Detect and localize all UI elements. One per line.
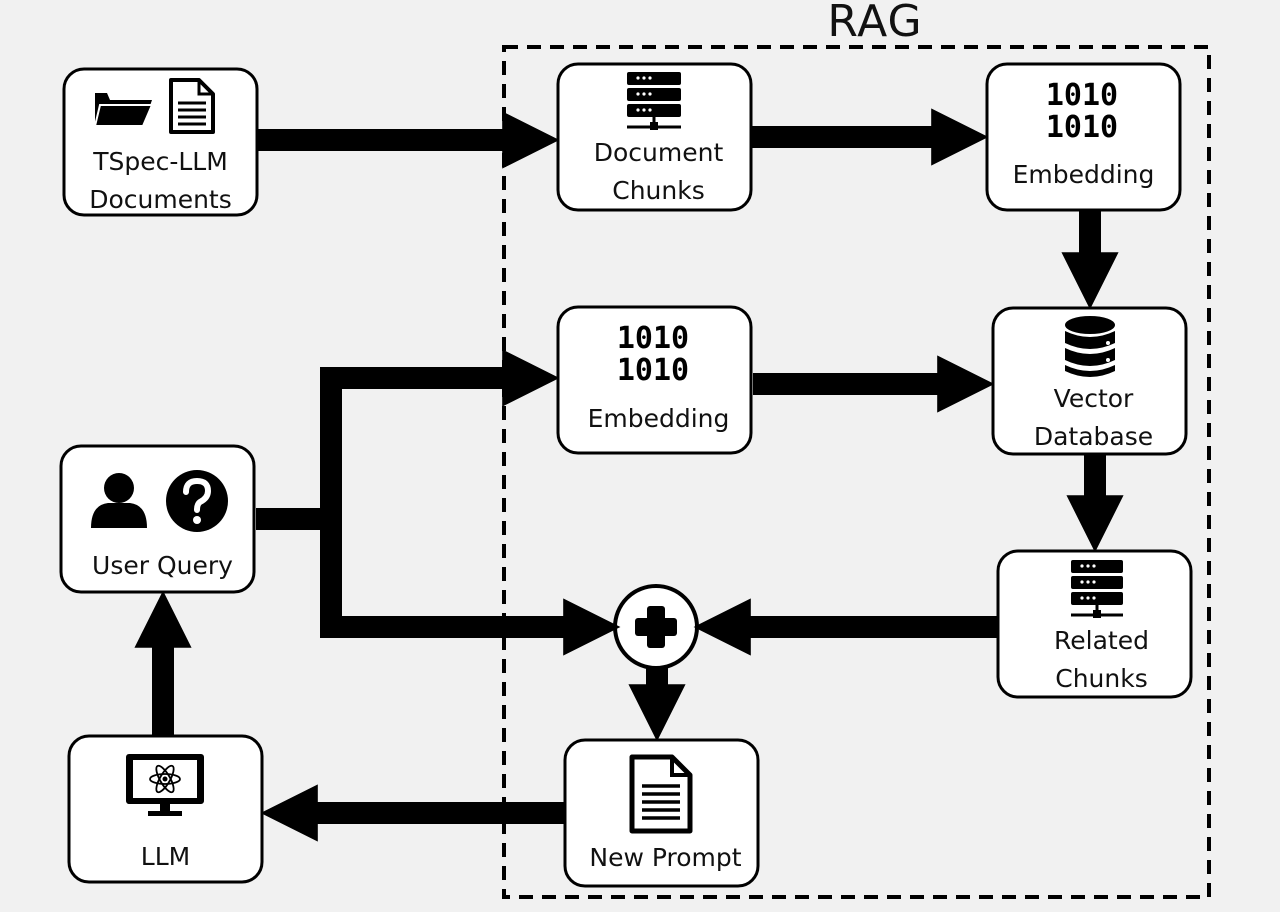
embedding-mid-label: Embedding (587, 404, 730, 433)
documents-label-line2: Documents (89, 185, 232, 214)
vector-database-label-line1: Vector (1053, 384, 1134, 413)
question-icon (166, 470, 228, 532)
related-chunks-label: Related Chunks (1005, 622, 1198, 698)
plus-icon (635, 606, 677, 648)
binary-text: 1010 (1046, 78, 1118, 113)
edge-query-to-combine (320, 519, 621, 656)
document-chunks-label: Document Chunks (562, 134, 755, 210)
edges (134, 108, 1124, 842)
document-icon (629, 754, 693, 834)
rag-boundary (502, 45, 1211, 899)
document-chunks-label-line2: Chunks (612, 176, 705, 205)
rag-title: RAG (827, 0, 923, 47)
database-icon (1065, 316, 1115, 377)
documents-label: TSpec-LLM Documents (64, 143, 257, 219)
user-icon (91, 473, 147, 528)
binary-text: 1010 (1046, 110, 1118, 145)
vector-database-label: Vector Database (997, 380, 1190, 456)
llm-label: LLM (140, 842, 191, 871)
document-chunks-label-line1: Document (593, 138, 724, 167)
binary-text: 1010 (617, 353, 689, 388)
user-query-label: User Query (92, 551, 233, 580)
vector-database-label-line2: Database (1033, 422, 1154, 451)
new-prompt-label: New Prompt (589, 843, 742, 872)
binary-text: 1010 (617, 321, 689, 356)
related-chunks-label-line2: Chunks (1055, 664, 1148, 693)
documents-label-line1: TSpec-LLM (93, 147, 228, 176)
combine-node (613, 584, 699, 670)
related-chunks-label-line1: Related (1054, 626, 1149, 655)
folder-icon (93, 93, 154, 127)
binary-icon: 1010 1010 (617, 321, 689, 388)
server-icon (627, 72, 681, 130)
monitor-atom-icon (126, 754, 204, 816)
binary-icon: 1010 1010 (1046, 78, 1118, 145)
embedding-top-label: Embedding (1012, 160, 1155, 189)
server-icon (1071, 560, 1123, 618)
edge-query-to-embedding (256, 349, 560, 530)
document-icon (169, 78, 215, 134)
